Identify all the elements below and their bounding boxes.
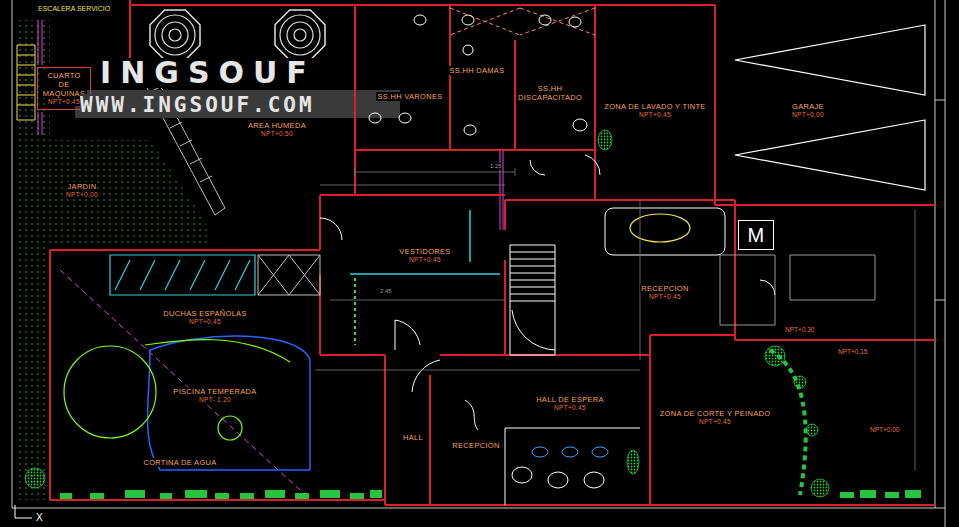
room-label: JARDINNPT+0.00 bbox=[63, 181, 101, 200]
floor-level: NPT+0.00 bbox=[65, 191, 99, 199]
room-name: SS.HH DISCAPACITADO bbox=[517, 84, 583, 102]
watermark-ornament bbox=[275, 10, 325, 60]
room-label: SS.HH VARONES bbox=[374, 91, 445, 102]
floor-level: NPT+0.45 bbox=[408, 256, 442, 264]
room-name: ZONA DE CORTE Y PEINADO bbox=[659, 409, 772, 418]
watermark-rings bbox=[155, 15, 320, 55]
dimension-lines bbox=[315, 168, 915, 470]
jacuzzi bbox=[64, 346, 156, 438]
level-mark: NPT+0.30 bbox=[785, 326, 814, 334]
level-mark: NPT+0.15 bbox=[838, 348, 867, 356]
dimension: 2.45 bbox=[380, 288, 392, 295]
watermark-url: WWW.INGSOUF.COM bbox=[80, 94, 315, 116]
floor-level: NPT+0.45 bbox=[188, 318, 222, 326]
room-name: JARDIN bbox=[67, 182, 98, 191]
level-mark: NPT+0.00 bbox=[870, 426, 899, 434]
room-label: HALL bbox=[400, 432, 426, 443]
symbol-box: M bbox=[738, 220, 775, 250]
watermark-ornament bbox=[150, 10, 200, 60]
room-name: ZONA DE LAVADO Y TINTE bbox=[603, 102, 706, 111]
planters bbox=[60, 490, 921, 499]
floor-level: NPT+0.50 bbox=[260, 130, 294, 138]
room-name: HALL bbox=[402, 433, 424, 442]
room-label: GARAJENPT+0.00 bbox=[789, 101, 827, 120]
room-label: RECEPCIONNPT+0.45 bbox=[638, 283, 691, 302]
ucs-icon bbox=[15, 505, 32, 518]
floor-level: NPT+0.45 bbox=[638, 111, 672, 119]
watermark: INGSOUF bbox=[100, 58, 316, 88]
room-name: RECEPCION bbox=[451, 441, 500, 450]
room-label: RECEPCION bbox=[449, 440, 502, 451]
room-name: CORTINA DE AGUA bbox=[142, 458, 217, 467]
room-name: PISCINA TEMPERADA bbox=[172, 387, 257, 396]
spiral-stair bbox=[510, 245, 555, 355]
room-label: SS.HH DAMAS bbox=[447, 65, 508, 76]
floor-level: NPT+0.45 bbox=[47, 98, 81, 106]
room-name: SS.HH DAMAS bbox=[449, 66, 506, 75]
room-label: SS.HH DISCAPACITADO bbox=[515, 83, 581, 103]
floor-level: NPT+0.00 bbox=[791, 111, 825, 119]
machine-grid bbox=[17, 45, 35, 120]
watermark-band bbox=[75, 90, 400, 118]
room-label: ZONA DE LAVADO Y TINTENPT+0.45 bbox=[601, 101, 708, 120]
pool-edge bbox=[145, 339, 290, 362]
waiting-area bbox=[505, 428, 640, 505]
room-name: HALL DE ESPERA bbox=[535, 395, 605, 404]
room-name: M bbox=[747, 223, 766, 247]
magenta-lines bbox=[38, 20, 503, 230]
parking-marks bbox=[735, 25, 925, 190]
room-label: ZONA DE CORTE Y PEINADONPT+0.45 bbox=[657, 408, 774, 427]
floor-level: NPT+0.45 bbox=[648, 293, 682, 301]
room-label: HALL DE ESPERANPT+0.45 bbox=[533, 394, 607, 413]
room-label: AREA HUMEDANPT+0.50 bbox=[245, 120, 309, 139]
room-name: GARAJE bbox=[791, 102, 825, 111]
skylight-marks bbox=[450, 8, 595, 35]
room-name: SS.HH VARONES bbox=[376, 92, 443, 101]
door-swings bbox=[320, 155, 775, 392]
room-name: VESTIDORES bbox=[398, 247, 451, 256]
dressing-partitions bbox=[350, 210, 500, 274]
room-label: PISCINA TEMPERADANPT- 1.20 bbox=[170, 386, 259, 405]
shrubs bbox=[25, 130, 829, 497]
shower-stalls bbox=[110, 255, 255, 295]
planter-curve bbox=[770, 350, 806, 495]
reception-curve bbox=[465, 400, 478, 430]
pool-island bbox=[218, 416, 242, 440]
site-boundary bbox=[12, 0, 945, 527]
pool-outline bbox=[148, 336, 311, 470]
reception-counter bbox=[605, 208, 725, 255]
dimension: 1.25 bbox=[490, 163, 502, 170]
waiting-chairs bbox=[512, 467, 604, 488]
floor-level: NPT+0.45 bbox=[553, 404, 587, 412]
axis-label: X bbox=[36, 512, 43, 523]
room-label: VESTIDORESNPT+0.45 bbox=[396, 246, 453, 265]
locker-boxes bbox=[258, 255, 320, 295]
reception-desk bbox=[630, 214, 690, 242]
room-name: DUCHAS ESPAÑOLAS bbox=[162, 309, 247, 318]
walls bbox=[50, 0, 935, 505]
room-label: DUCHAS ESPAÑOLASNPT+0.45 bbox=[160, 308, 249, 327]
waiting-tables bbox=[532, 447, 608, 457]
stair-label: ESCALERA SERVICIO bbox=[38, 5, 110, 13]
floor-level: NPT- 1.20 bbox=[198, 396, 232, 404]
bench bbox=[354, 278, 356, 345]
pool-axis bbox=[60, 270, 300, 490]
floor-level: NPT+0.45 bbox=[698, 418, 732, 426]
room-name: AREA HUMEDA bbox=[247, 121, 307, 130]
sanitary-fixtures bbox=[369, 15, 587, 135]
room-label: CORTINA DE AGUA bbox=[140, 457, 219, 468]
room-name: RECEPCION bbox=[640, 284, 689, 293]
entrance-steps bbox=[720, 255, 875, 325]
